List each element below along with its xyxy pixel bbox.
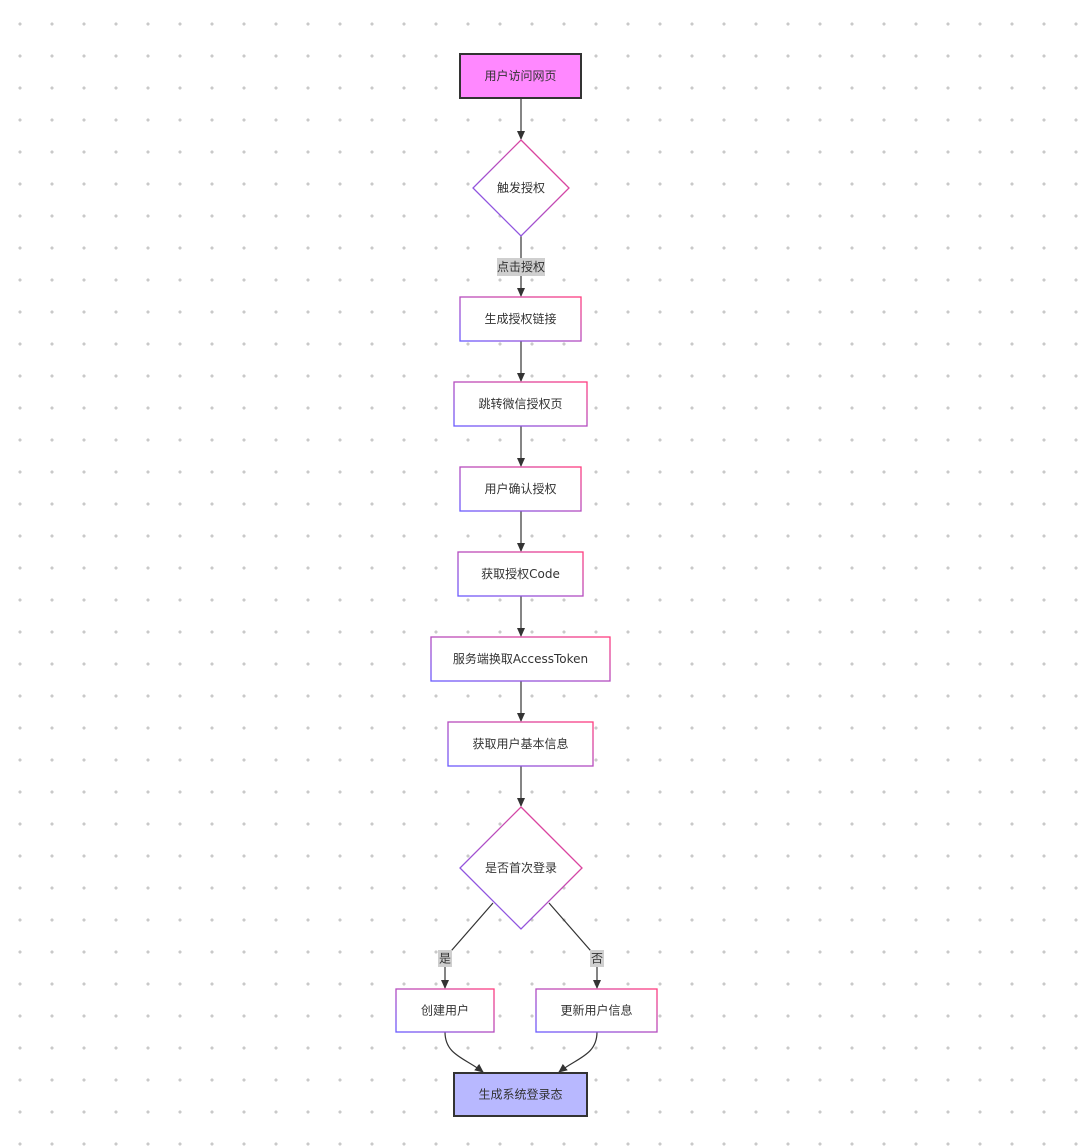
process-box: [453, 381, 588, 427]
node-confirm[interactable]: 用户确认授权: [459, 466, 582, 512]
decision-diamond: [472, 139, 570, 237]
node-update-user[interactable]: 更新用户信息: [535, 988, 658, 1033]
edge-create-genstate: [444, 1031, 484, 1073]
node-trigger[interactable]: 触发授权: [472, 139, 570, 237]
node-label: 更新用户信息: [560, 1003, 632, 1018]
node-get-info[interactable]: 获取用户基本信息: [447, 721, 594, 767]
process-box: [457, 551, 584, 597]
end-node-box: [453, 1072, 588, 1117]
node-label: 生成系统登录态: [478, 1087, 562, 1102]
process-box: [430, 636, 611, 682]
edge-label-no: 否: [590, 950, 604, 967]
edge-label-bg: [438, 950, 452, 967]
node-label: 生成授权链接: [484, 311, 556, 326]
start-node-box: [459, 53, 582, 99]
node-get-code[interactable]: 获取授权Code: [457, 551, 584, 597]
edge-firstlogin-update: [548, 902, 601, 989]
edge-update-genstate: [558, 1031, 598, 1073]
node-gen-state[interactable]: 生成系统登录态: [453, 1072, 588, 1117]
node-label: 用户访问网页: [484, 68, 556, 83]
edge-label-text: 是: [439, 952, 451, 966]
node-label: 跳转微信授权页: [478, 396, 562, 411]
node-label: 获取用户基本信息: [472, 736, 568, 751]
process-box: [447, 721, 594, 767]
node-label: 服务端换取AccessToken: [453, 651, 588, 666]
process-box: [459, 466, 582, 512]
process-box: [535, 988, 658, 1033]
edge-label-click-auth: 点击授权: [497, 258, 545, 276]
node-label: 用户确认授权: [484, 481, 556, 496]
decision-diamond: [459, 806, 583, 930]
edge-label-text: 否: [591, 952, 603, 966]
edge-label-text: 点击授权: [497, 259, 545, 274]
node-create-user[interactable]: 创建用户: [395, 988, 495, 1033]
node-gen-link[interactable]: 生成授权链接: [459, 296, 582, 342]
node-label: 创建用户: [421, 1003, 469, 1018]
node-label: 是否首次登录: [485, 860, 557, 875]
edge-label-yes: 是: [438, 950, 452, 967]
node-exchange[interactable]: 服务端换取AccessToken: [430, 636, 611, 682]
edge-label-bg: [590, 950, 604, 967]
process-box: [395, 988, 495, 1033]
node-visit[interactable]: 用户访问网页: [459, 53, 582, 99]
node-label: 获取授权Code: [481, 566, 560, 581]
node-label: 触发授权: [497, 180, 545, 195]
edge-firstlogin-create: [441, 902, 494, 989]
process-box: [459, 296, 582, 342]
node-jump[interactable]: 跳转微信授权页: [453, 381, 588, 427]
edge-label-bg: [497, 258, 545, 276]
node-first-login[interactable]: 是否首次登录: [459, 806, 583, 930]
